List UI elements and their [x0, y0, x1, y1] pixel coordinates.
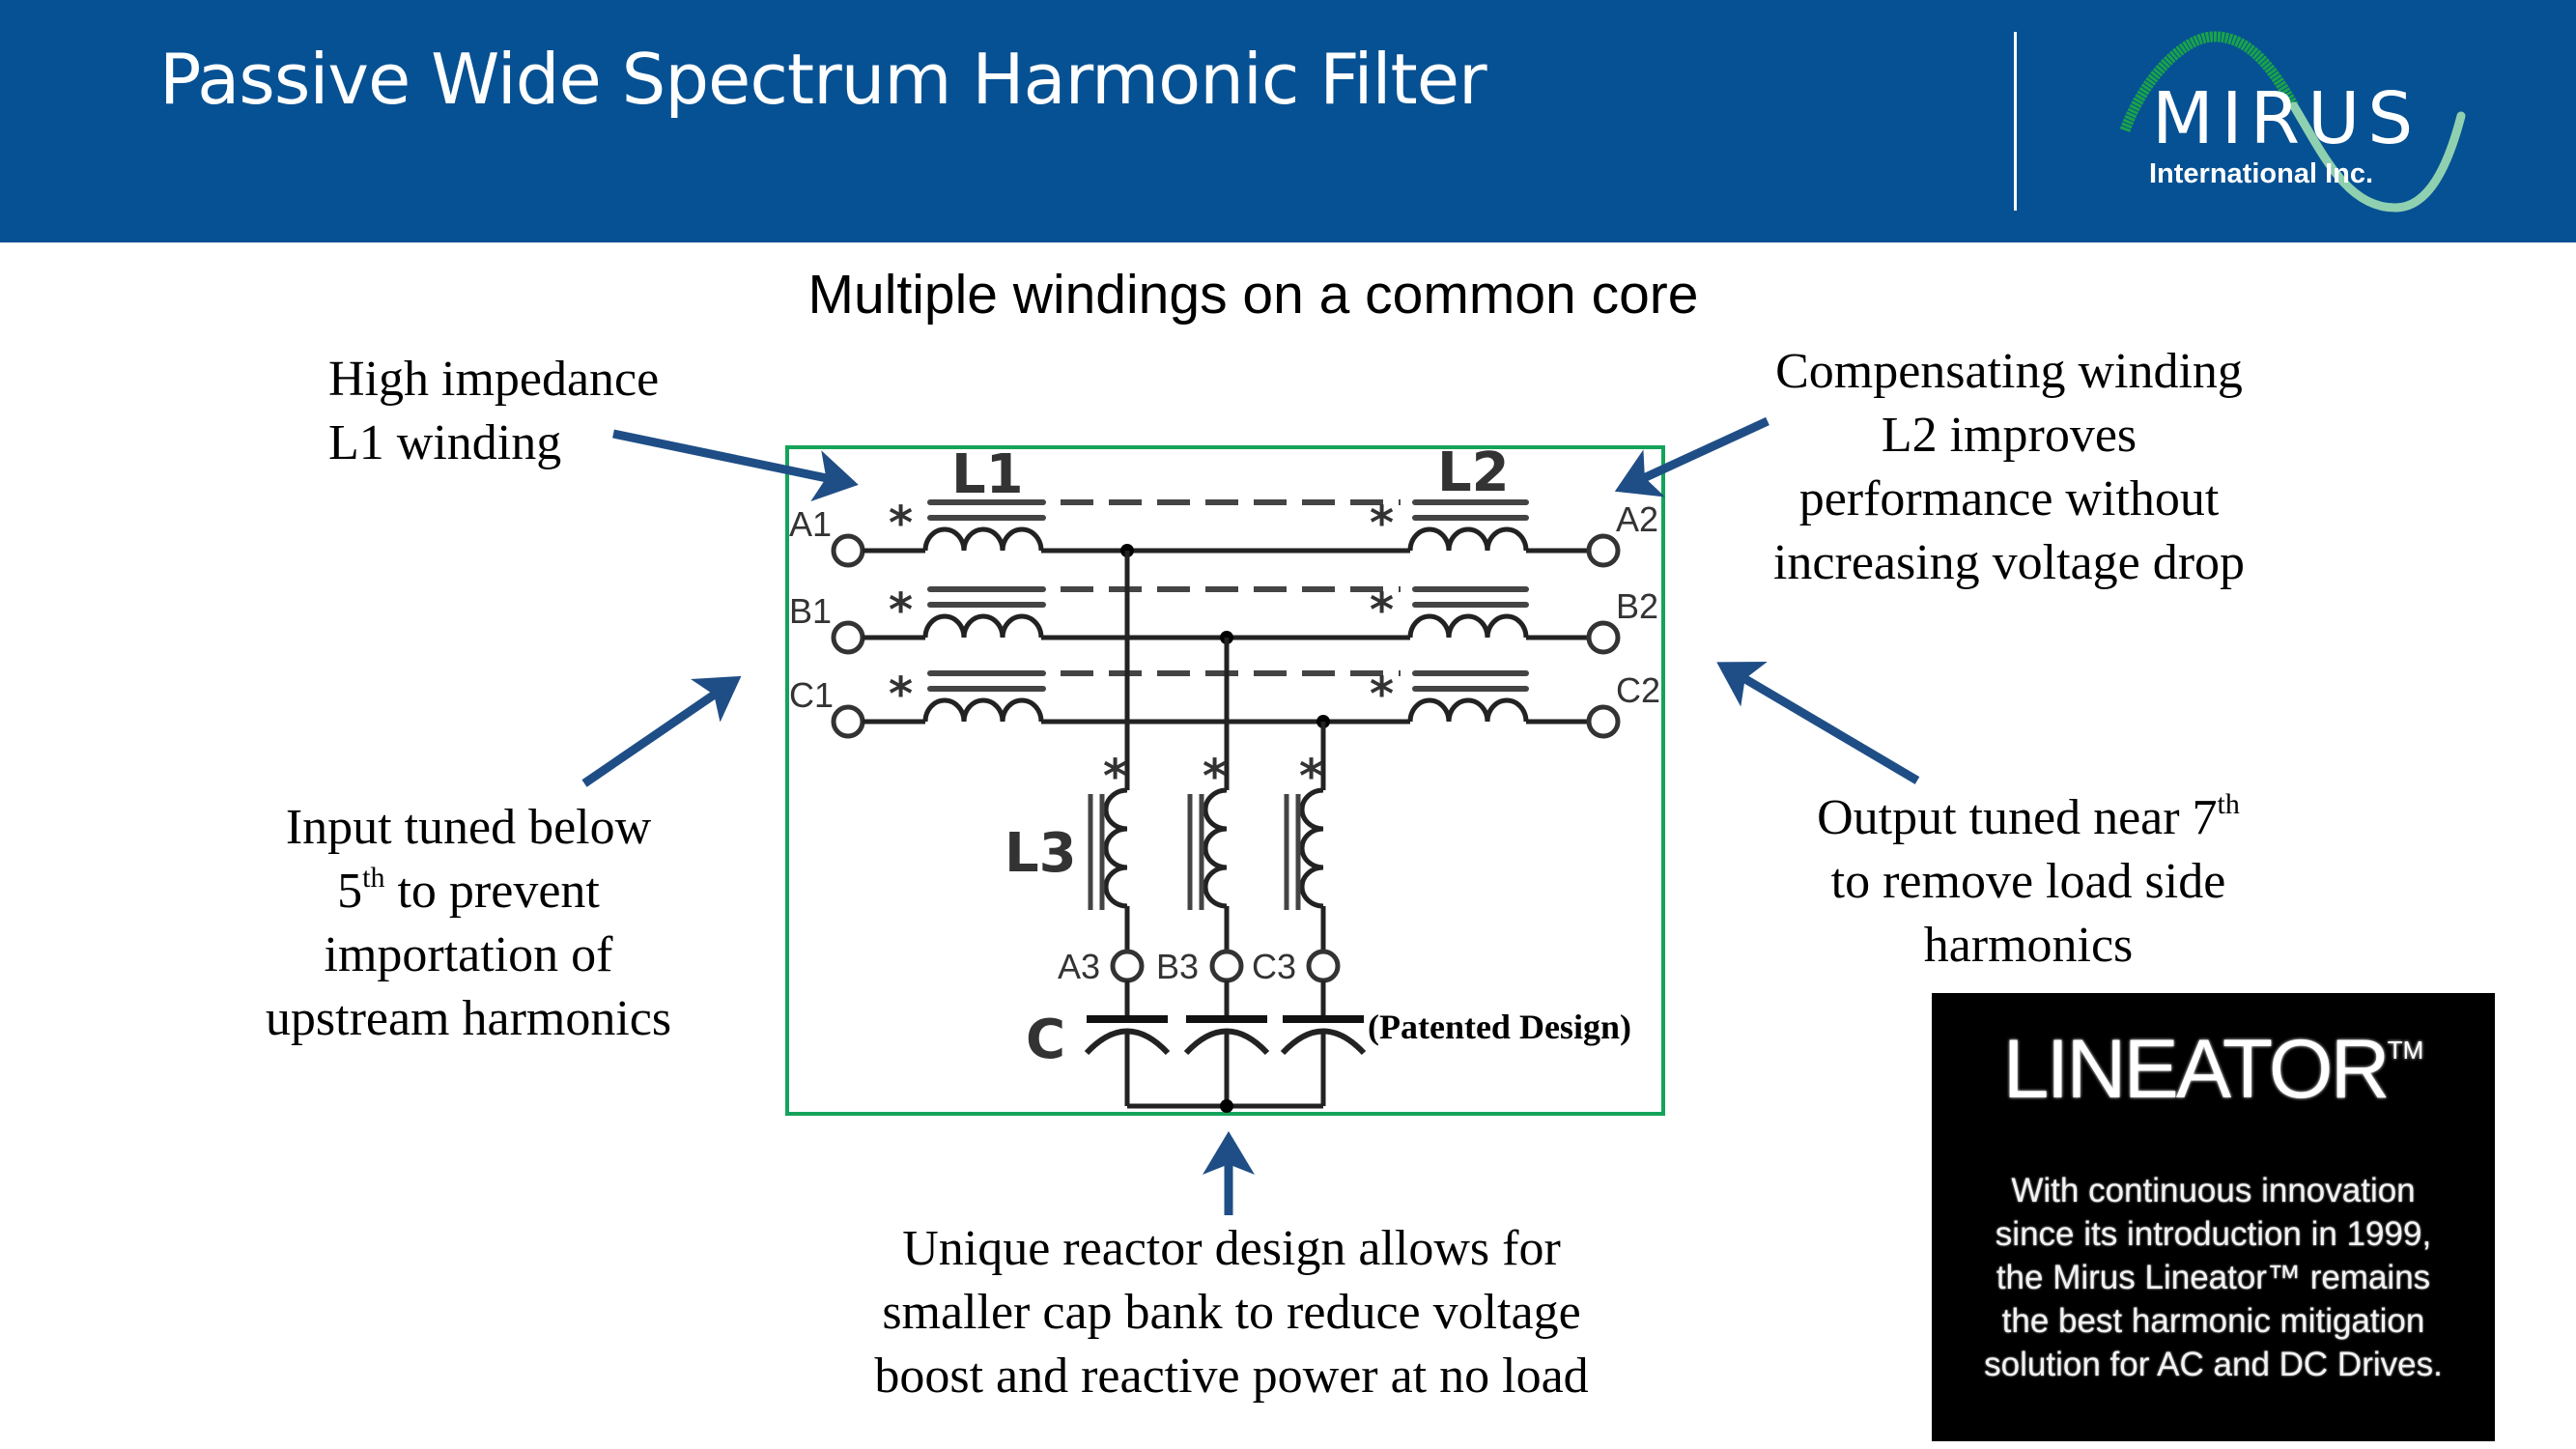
l1-coil-b [922, 613, 1044, 639]
branch-terminal-b3 [1209, 949, 1244, 983]
annotation-input-tuning: Input tuned below 5th to prevent importa… [241, 796, 695, 1051]
header-divider [2014, 32, 2017, 211]
terminal-label-b3: B3 [1156, 947, 1199, 986]
polarity-mark: * [1299, 750, 1323, 804]
polarity-mark: * [1370, 668, 1394, 722]
annotation-l2-winding: Compensating winding L2 improves perform… [1739, 340, 2279, 595]
branch-terminal-a3 [1110, 949, 1145, 983]
l3-coil-c [1299, 787, 1324, 909]
patented-label: (Patented Design) [1368, 1008, 1631, 1046]
annotation-line: Output tuned near 7th [1768, 786, 2289, 850]
l3-label: L3 [1005, 822, 1077, 885]
l3-coil-b [1203, 787, 1228, 909]
lineator-line: since its introduction in 1999, [1995, 1215, 2432, 1253]
annotation-arrows [581, 416, 1920, 1215]
annotation-line: High impedance [328, 352, 660, 407]
l3-coil-a [1103, 787, 1128, 909]
annotation-line: upstream harmonics [265, 991, 672, 1046]
terminal-label-b1: B1 [789, 591, 832, 631]
l2-coil-c [1407, 697, 1529, 723]
annotation-line: smaller cap bank to reduce voltage [882, 1285, 1581, 1340]
annotation-line: L2 improves [1881, 408, 2137, 463]
trademark-mark: TM [2387, 1036, 2424, 1065]
terminal-label-c3: C3 [1252, 947, 1296, 986]
terminal-label-a2: A2 [1616, 499, 1658, 539]
annotation-line: L1 winding [328, 415, 562, 470]
annotation-line: importation of [324, 927, 613, 982]
title-bar: Passive Wide Spectrum Harmonic Filter MI… [0, 0, 2576, 242]
lineator-line: the Mirus Lineator™ remains [1996, 1259, 2431, 1296]
input-terminal-c1 [831, 704, 865, 739]
l1-coil-a [922, 526, 1044, 552]
polarity-mark: * [1370, 583, 1394, 638]
input-terminal-a1 [831, 533, 865, 568]
annotation-line: to remove load side [1830, 854, 2226, 909]
diagram-subtitle: Multiple windings on a common core [807, 264, 1699, 326]
polarity-mark: * [889, 668, 913, 722]
schematic-frame [785, 445, 1665, 1116]
l1-coil-c [922, 697, 1044, 723]
arrow-to-l1 [612, 429, 859, 502]
ordinal-suffix: th [2217, 788, 2240, 820]
annotation-line: Compensating winding [1775, 344, 2243, 399]
arrow-to-l2 [1614, 416, 1769, 497]
terminal-label-a3: A3 [1058, 947, 1100, 986]
lineator-title: LINEATORTM [1932, 1022, 2495, 1118]
annotation-output-tuning: Output tuned near 7th to remove load sid… [1768, 786, 2289, 978]
annotation-l1-winding: High impedance L1 winding [328, 348, 659, 475]
l1-label: L1 [951, 443, 1024, 506]
lineator-description: With continuous innovation since its int… [1932, 1169, 2495, 1386]
capacitor-curved-plate-c [1280, 1028, 1367, 1056]
logo-wave-icon [2119, 31, 2466, 213]
annotation-line: 5th to prevent [241, 860, 695, 923]
logo-wordmark: MIRUS [2152, 77, 2421, 160]
terminal-label-b2: B2 [1616, 586, 1658, 626]
annotation-line: performance without [1798, 471, 2220, 526]
capacitor-curved-plate-a [1084, 1028, 1171, 1056]
output-terminal-a2 [1586, 533, 1621, 568]
l2-coil-a [1407, 526, 1529, 552]
input-terminal-b1 [831, 620, 865, 655]
annotation-text: Output tuned near 7 [1817, 790, 2218, 845]
annotation-line: Input tuned below [285, 800, 652, 855]
lineator-line: With continuous innovation [2011, 1172, 2416, 1209]
polarity-mark: * [889, 583, 913, 638]
polarity-mark: * [1370, 497, 1394, 551]
terminal-label-c2: C2 [1616, 670, 1660, 710]
terminal-label-c1: C1 [789, 675, 834, 715]
l2-coil-b [1407, 613, 1529, 639]
harmonic-number: 5 [337, 864, 363, 919]
capacitor-curved-plate-b [1183, 1028, 1270, 1056]
output-terminal-c2 [1586, 704, 1621, 739]
annotation-cap-bank: Unique reactor design allows for smaller… [821, 1217, 1642, 1408]
lineator-line: the best harmonic mitigation [2001, 1302, 2425, 1340]
lineator-brand: LINEATOR [2002, 1023, 2391, 1116]
output-terminal-b2 [1586, 620, 1621, 655]
ordinal-suffix: th [362, 862, 385, 894]
polarity-mark: * [889, 497, 913, 551]
neutral-dot [1220, 1099, 1233, 1113]
l2-label: L2 [1437, 441, 1510, 504]
polarity-mark: * [1203, 750, 1227, 804]
polarity-mark: * [1103, 750, 1127, 804]
annotation-line: boost and reactive power at no load [874, 1349, 1589, 1404]
arrow-to-output [1716, 662, 1920, 784]
terminal-label-a1: A1 [789, 504, 832, 544]
annotation-line: Unique reactor design allows for [902, 1221, 1561, 1276]
annotation-text: to prevent [384, 864, 600, 919]
arrow-to-input [581, 675, 742, 787]
lineator-callout: LINEATORTM With continuous innovation si… [1932, 993, 2495, 1441]
lineator-line: solution for AC and DC Drives. [1984, 1346, 2443, 1383]
logo-subtitle: International Inc. [2149, 158, 2374, 189]
annotation-line: increasing voltage drop [1772, 535, 2246, 590]
c-label: C [1026, 1009, 1065, 1071]
mirus-logo: MIRUS International Inc. [2106, 19, 2492, 213]
annotation-line: harmonics [1923, 918, 2134, 973]
branch-terminal-c3 [1306, 949, 1341, 983]
slide-title: Passive Wide Spectrum Harmonic Filter [159, 39, 1487, 120]
